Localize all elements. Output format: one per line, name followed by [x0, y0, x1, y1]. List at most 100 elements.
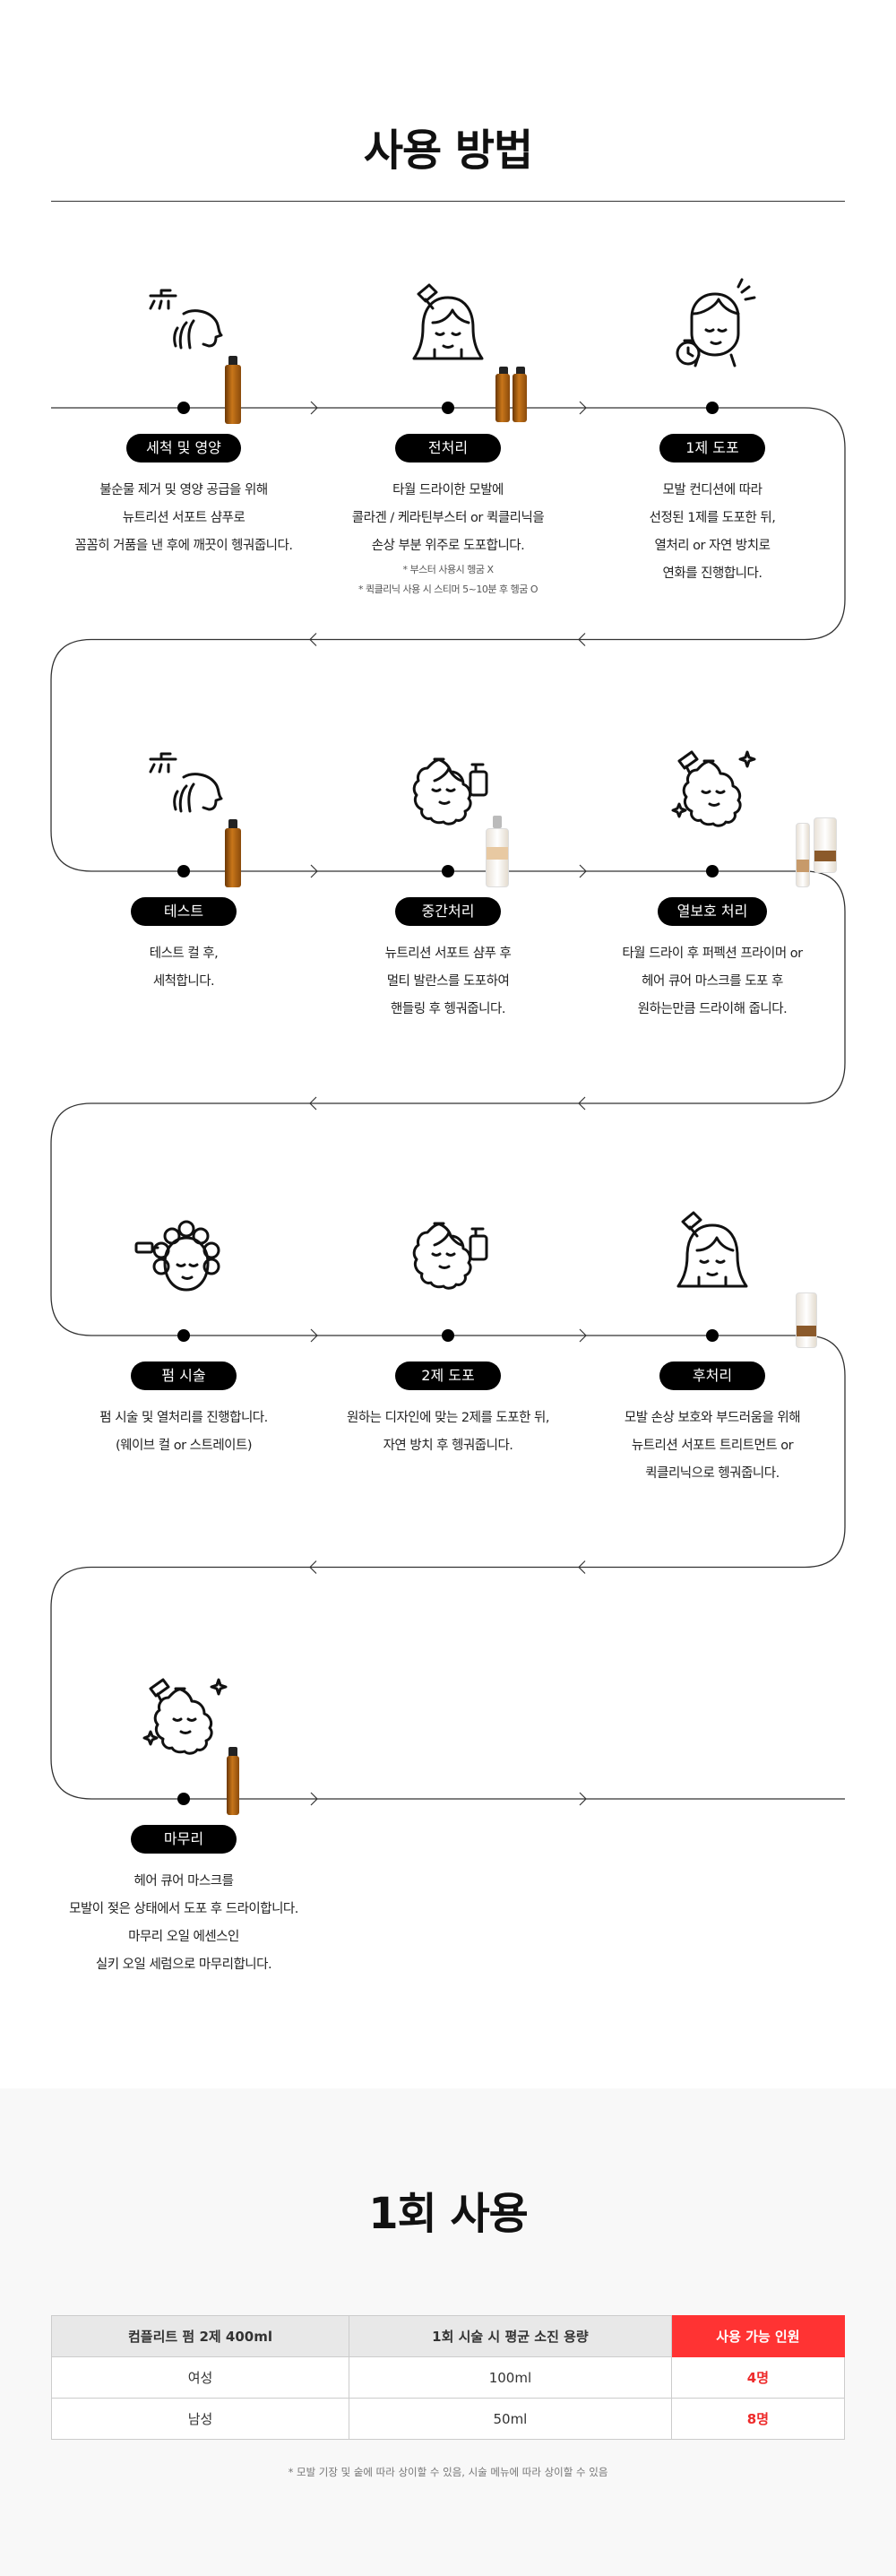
- description-line: 멀티 발란스를 도포하여: [386, 974, 510, 989]
- arrow-left-icon: [309, 633, 317, 646]
- step-note: * 퀵클리닉 사용 시 스티머 5~10분 후 헹굼 O: [358, 583, 538, 595]
- curly-hair-pump-icon: [399, 1206, 497, 1304]
- arrow-left-icon: [578, 633, 586, 646]
- description-line: 불순물 제거 및 영양 공급을 위해: [99, 483, 268, 497]
- description-line: 원하는 디자인에 맞는 2제를 도포한 뒤,: [347, 1411, 549, 1425]
- arrow-left-icon: [309, 1096, 317, 1111]
- step-dot: [177, 1793, 190, 1805]
- step-title-badge: 펌 시술: [131, 1361, 237, 1390]
- description-line: 뉴트리션 서포트 트리트먼트 or: [631, 1439, 794, 1453]
- header-amount: 1회 시술 시 평균 소진 용량: [349, 2315, 672, 2357]
- step-title-badge: 전처리: [395, 434, 501, 462]
- description-line: (웨이브 컬 or 스트레이트): [115, 1439, 253, 1453]
- arrow-right-icon: [310, 1328, 318, 1343]
- cell-gender: 여성: [50, 2356, 350, 2399]
- arrow-right-icon: [579, 1792, 587, 1806]
- hair-dropper-icon: [663, 1206, 762, 1304]
- cell-amount: 50ml: [349, 2398, 672, 2440]
- step-title-badge: 중간처리: [395, 897, 501, 926]
- description-line: 테스트 컬 후,: [149, 947, 219, 961]
- step-dot: [442, 865, 454, 877]
- step-title-badge: 테스트: [131, 897, 237, 926]
- step-dot: [177, 402, 190, 414]
- description-line: 콜라겐 / 케라틴부스터 or 퀵클리닉을: [351, 511, 545, 525]
- two-amber-bottles-image: [495, 367, 528, 422]
- step-dot: [442, 402, 454, 414]
- description-line: 타월 드라이 후 퍼펙션 프라이머 or: [622, 947, 803, 961]
- step-dot: [706, 402, 719, 414]
- description-line: 퀵클리닉으로 헹궈줍니다.: [645, 1466, 780, 1481]
- arrow-right-icon: [310, 1792, 318, 1806]
- title-divider: [51, 201, 845, 202]
- table-row: 남성 50ml 8명: [50, 2398, 846, 2440]
- amber-bottle-image: [225, 356, 241, 424]
- description-line: 펌 시술 및 열처리를 진행합니다.: [99, 1411, 268, 1425]
- header-product: 컴플리트 펌 2제 400ml: [50, 2315, 350, 2357]
- description-line: 타월 드라이한 모발에: [392, 483, 504, 497]
- curly-hair-dryer-icon: [134, 1669, 233, 1768]
- flow-path: [50, 407, 846, 1800]
- cell-people: 8명: [670, 2398, 846, 2440]
- description-line: 마무리 오일 에센스인: [128, 1930, 239, 1944]
- process-flow-line: [50, 401, 846, 1806]
- cell-amount: 100ml: [349, 2356, 672, 2399]
- description-line: 모발 컨디션에 따라: [662, 483, 762, 497]
- curly-hair-dryer-icon: [663, 741, 762, 840]
- slim-amber-bottle-image: [227, 1747, 239, 1815]
- description-line: 뉴트리션 서포트 샴푸로: [122, 511, 246, 525]
- description-line: 열처리 or 자연 방치로: [654, 539, 771, 553]
- usage-title: 1회 사용: [368, 2189, 529, 2239]
- step-dot: [706, 865, 719, 877]
- arrow-right-icon: [579, 864, 587, 878]
- description-line: 선정된 1제를 도포한 뒤,: [649, 511, 776, 525]
- hair-dropper-icon: [399, 278, 497, 376]
- arrow-left-icon: [578, 1096, 586, 1111]
- description-line: 헤어 큐어 마스크를: [134, 1874, 234, 1889]
- step-description: 원하는 디자인에 맞는 2제를 도포한 뒤, 자연 방치 후 헹궈줍니다.: [314, 1405, 582, 1460]
- cell-gender: 남성: [50, 2398, 350, 2440]
- step-dot: [177, 865, 190, 877]
- step-description: 테스트 컬 후,세척합니다.: [49, 940, 318, 996]
- perm-rollers-icon: [134, 1206, 233, 1304]
- cell-people: 4명: [670, 2356, 846, 2399]
- step-title-badge: 2제 도포: [395, 1361, 501, 1390]
- description-line: 꼼꼼히 거품을 낸 후에 깨끗이 헹궈줍니다.: [74, 539, 293, 553]
- timer-head-icon: [663, 278, 762, 376]
- description-line: 자연 방치 후 헹궈줍니다.: [383, 1439, 513, 1453]
- step-title-badge: 마무리: [131, 1825, 237, 1854]
- white-spray-and-tube-image: [796, 817, 840, 887]
- step-title-badge: 세척 및 영양: [126, 434, 241, 462]
- step-dot: [177, 1329, 190, 1342]
- arrow-right-icon: [579, 401, 587, 415]
- description-line: 원하는만큼 드라이해 줍니다.: [637, 1002, 788, 1016]
- step-title-badge: 후처리: [659, 1361, 765, 1390]
- section-title: 사용 방법: [363, 125, 533, 176]
- curly-hair-pump-icon: [399, 741, 497, 840]
- step-note: * 부스터 사용시 헹굼 X: [402, 564, 494, 575]
- description-line: 연화를 진행합니다.: [662, 566, 762, 581]
- description-line: 헤어 큐어 마스크를 도포 후: [642, 974, 783, 989]
- table-row: 여성 100ml 4명: [50, 2356, 846, 2399]
- shower-hair-icon: [134, 741, 233, 840]
- description-line: 핸들링 후 헹궈줍니다.: [391, 1002, 505, 1016]
- white-pump-bottle-image: [486, 816, 509, 887]
- usage-table: 컴플리트 펌 2제 400ml 1회 시술 시 평균 소진 용량 사용 가능 인…: [50, 2315, 846, 2440]
- header-people: 사용 가능 인원: [670, 2315, 846, 2357]
- white-tube-image: [796, 1292, 819, 1348]
- arrow-left-icon: [309, 1560, 317, 1574]
